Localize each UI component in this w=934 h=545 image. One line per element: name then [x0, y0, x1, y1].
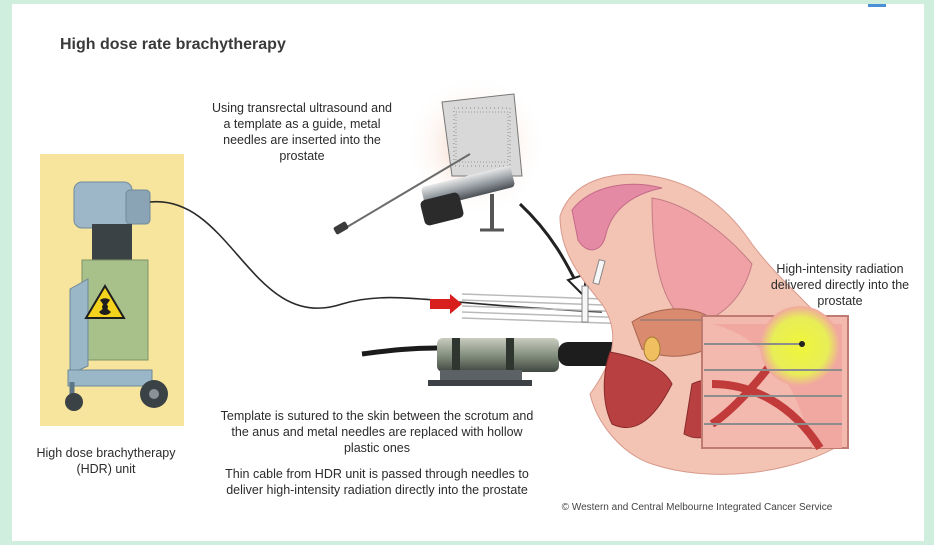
radiation-caption: High-intensity radiation delivered direc…	[760, 261, 920, 309]
hdr-unit-illustration	[40, 154, 184, 426]
template-guide-caption: Using transrectal ultrasound and a templ…	[212, 100, 392, 164]
diagram-frame: High dose rate brachytherapy Using trans…	[12, 4, 924, 541]
cable-caption: Thin cable from HDR unit is passed throu…	[212, 466, 542, 498]
sutured-caption: Template is sutured to the skin between …	[212, 408, 542, 456]
hdr-unit-caption: High dose brachytherapy (HDR) unit	[26, 445, 186, 477]
red-arrow	[430, 294, 462, 314]
diagram-title: High dose rate brachytherapy	[60, 37, 286, 53]
copyright-text: © Western and Central Melbourne Integrat…	[532, 500, 862, 516]
ultrasound-probe	[362, 338, 628, 386]
